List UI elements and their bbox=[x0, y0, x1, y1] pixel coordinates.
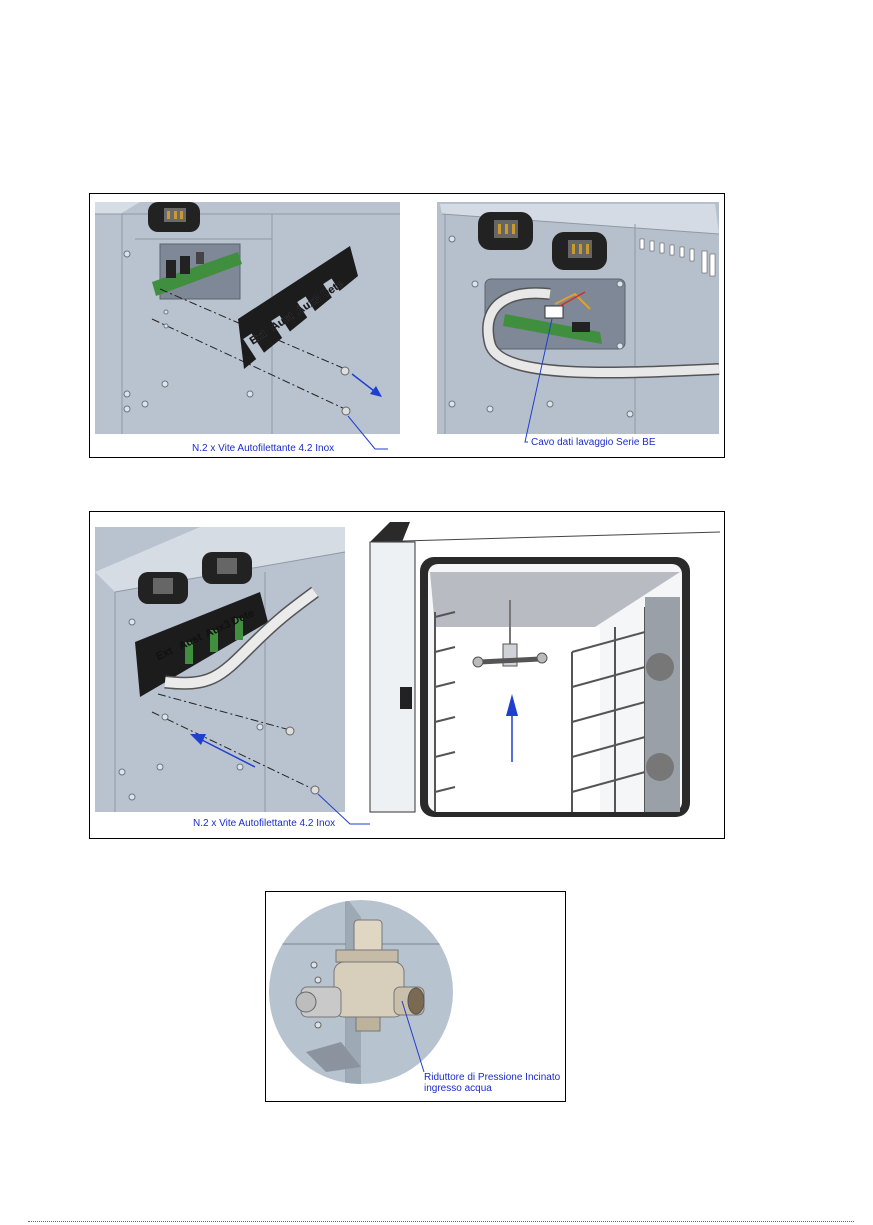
screws-callout: N.2 x Vite Autofilettante 4.2 Inox bbox=[193, 818, 335, 829]
figure-1-connector-bracket: Ext Aust Aux3 Dete bbox=[89, 193, 725, 458]
cable-callout: Cavo dati lavaggio Serie BE bbox=[531, 437, 656, 448]
fig2-right-panel-oven bbox=[370, 522, 720, 817]
figure-1-drawing: Ext Aust Aux3 Dete bbox=[90, 194, 724, 457]
power-socket bbox=[202, 552, 252, 584]
page-bottom-rule bbox=[28, 1221, 854, 1222]
door-latch bbox=[400, 687, 412, 709]
screws-callout: N.2 x Vite Autofilettante 4.2 Inox bbox=[192, 443, 334, 454]
fan-icon bbox=[646, 653, 674, 681]
fig2-left-panel: Ext Aust Aux3 Dete bbox=[95, 527, 370, 824]
pressure-reducer-callout-line2: ingresso acqua bbox=[424, 1083, 492, 1094]
figure-2-drawing: Ext Aust Aux3 Dete bbox=[90, 512, 724, 838]
pressure-reducer-callout-line1: Riduttore di Pressione Incinato bbox=[424, 1072, 560, 1083]
screw-icon bbox=[341, 367, 349, 375]
power-socket bbox=[478, 212, 533, 250]
figure-2-bracket-and-oven: Ext Aust Aux3 Dete bbox=[89, 511, 725, 839]
fig1-left-panel: Ext Aust Aux3 Dete bbox=[95, 202, 400, 449]
fan-icon bbox=[646, 753, 674, 781]
screw-icon bbox=[311, 786, 319, 794]
screw-icon bbox=[342, 407, 350, 415]
power-socket bbox=[148, 202, 200, 232]
fig1-right-panel bbox=[437, 202, 719, 442]
figure-3-drawing bbox=[266, 892, 565, 1101]
power-socket bbox=[138, 572, 188, 604]
power-socket bbox=[552, 232, 607, 270]
screw-icon bbox=[286, 727, 294, 735]
figure-3-pressure-reducer: Riduttore di Pressione Incinato ingresso… bbox=[265, 891, 566, 1102]
